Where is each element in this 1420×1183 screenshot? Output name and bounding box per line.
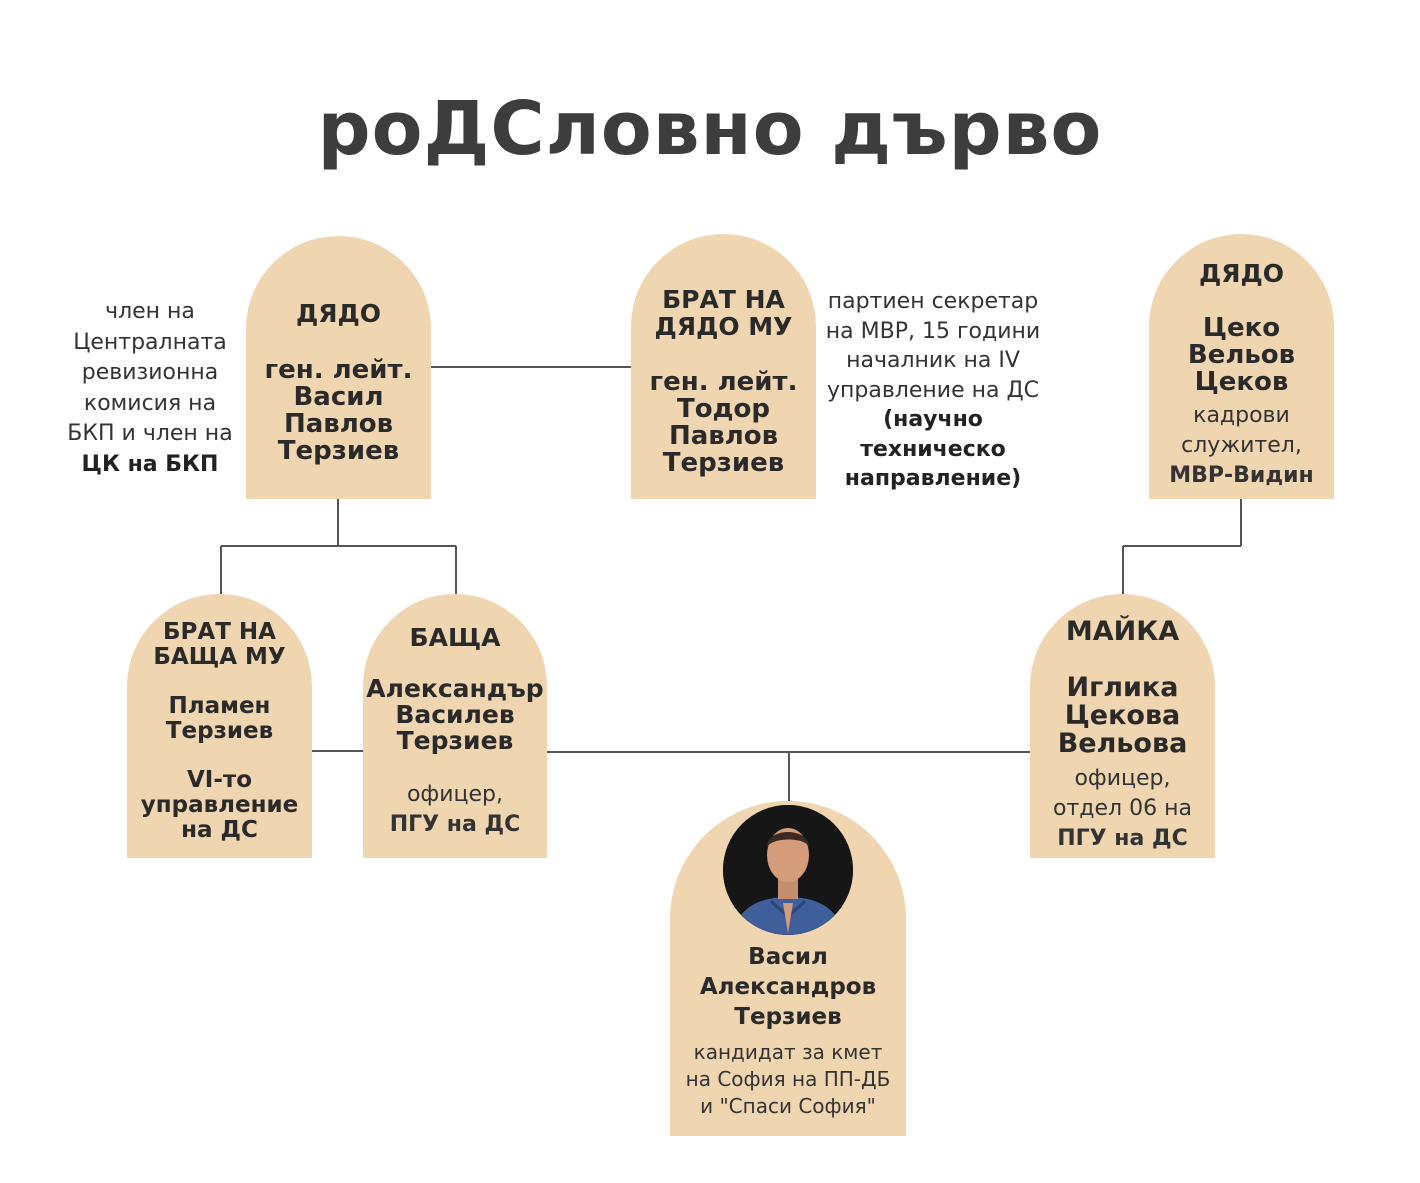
card-desc: кадрови служител, МВР-Видин [1149,401,1334,491]
desc-line: кадрови [1193,403,1290,428]
portrait-icon [723,805,853,935]
card-name: Иглика Цекова Вельова [1030,674,1215,758]
name-line: Иглика [1066,672,1179,703]
page-title: роДСловно дърво [317,86,1103,172]
desc-line: офицер, [1074,766,1171,791]
name-line: Александров [699,974,877,1000]
note-line: управление на ДС [826,377,1040,403]
name-line: Цеков [1194,367,1289,397]
name-line: Терзиев [396,726,514,755]
note-grandfather: член на Централната ревизионна комисия н… [40,297,260,480]
name-line: Цеко [1202,313,1281,343]
desc-line: кандидат за кмет [693,1040,883,1064]
card-desc: офицер, ПГУ на ДС [363,780,547,840]
name-line: Павлов [283,409,394,439]
name-line: Александър [366,674,544,703]
note-line-bold: ЦК на БКП [81,451,219,477]
name-line: Вельов [1187,340,1296,370]
card-father: БАЩА Александър Василев Терзиев офицер, … [363,594,547,858]
card-desc: кандидат за кмет на София на ПП-ДБ и "Сп… [670,1039,906,1120]
card-name: ген. лейт. Васил Павлов Терзиев [246,357,431,465]
note-line: партиен секретар [827,289,1039,314]
desc-line-bold: МВР-Видин [1169,463,1314,488]
name-line: Терзиев [734,1004,842,1030]
card-desc: VI-то управление на ДС [127,768,312,843]
note-line: Централната [73,329,227,355]
name-line: Терзиев [277,436,400,466]
desc-line-bold: на ДС [181,817,258,843]
name-line: Вельова [1057,728,1188,759]
name-line: ген. лейт. [264,355,413,385]
card-name: Васил Александров Терзиев [670,942,906,1032]
desc-line-bold: ПГУ на ДС [389,812,521,837]
card-name: Александър Василев Терзиев [363,676,547,754]
note-great-uncle: партиен секретар на МВР, 15 години начал… [815,287,1051,494]
desc-line: отдел 06 на [1053,796,1192,821]
card-role: ДЯДО [1198,259,1285,288]
desc-line-bold: ПГУ на ДС [1057,826,1188,851]
card-role: МАЙКА [1065,616,1180,647]
card-mother: МАЙКА Иглика Цекова Вельова офицер, отде… [1030,594,1215,858]
card-role: БАЩА [409,623,501,652]
desc-line: офицер, [406,782,504,807]
card-role: ДЯДО [295,299,382,328]
portrait-avatar [723,805,853,935]
note-line: БКП и член на [67,421,233,446]
note-line-bold: техническо [860,436,1006,462]
card-role: БРАТ НА ДЯДО МУ [631,286,816,340]
role-line: БРАТ НА [163,619,276,645]
name-line: Павлов [668,421,779,451]
card-grandfather-maternal: ДЯДО Цеко Вельов Цеков кадрови служител,… [1149,234,1334,499]
note-line-bold: направление) [844,466,1022,491]
role-line: ДЯДО МУ [654,312,793,341]
card-great-uncle: БРАТ НА ДЯДО МУ ген. лейт. Тодор Павлов … [631,234,816,499]
card-desc: офицер, отдел 06 на ПГУ на ДС [1030,764,1215,854]
card-name: ген. лейт. Тодор Павлов Терзиев [631,369,816,477]
card-role: БРАТ НА БАЩА МУ [127,620,312,670]
note-line: комисия на [83,390,217,416]
name-line: Терзиев [165,718,274,744]
role-line: БРАТ НА [662,285,785,314]
desc-line-bold: управление [140,792,299,818]
note-line: член на [105,299,195,324]
note-line: ревизионна [81,360,219,385]
note-line-bold: (научно [883,407,983,432]
name-line: Терзиев [662,448,785,478]
name-line: Василев [395,700,515,729]
card-subject: Васил Александров Терзиев кандидат за км… [670,801,906,1136]
note-line: на МВР, 15 години [825,318,1041,344]
desc-line: служител, [1181,433,1302,458]
note-line: началник на IV [846,348,1020,373]
name-line: Пламен [168,693,271,719]
name-line: Васил [293,382,384,412]
role-line: БАЩА МУ [153,644,286,670]
desc-line: на София на ПП-ДБ [685,1067,891,1091]
name-line: ген. лейт. [649,367,798,397]
card-name: Цеко Вельов Цеков [1149,315,1334,396]
card-grandfather-paternal: ДЯДО ген. лейт. Васил Павлов Терзиев [246,236,431,499]
card-name: Пламен Терзиев [127,694,312,744]
card-uncle: БРАТ НА БАЩА МУ Пламен Терзиев VI-то упр… [127,594,312,858]
name-line: Васил [748,944,828,970]
name-line: Тодор [676,394,771,424]
name-line: Цекова [1064,700,1181,731]
desc-line-bold: VI-то [186,767,253,793]
desc-line: и "Спаси София" [700,1094,876,1118]
